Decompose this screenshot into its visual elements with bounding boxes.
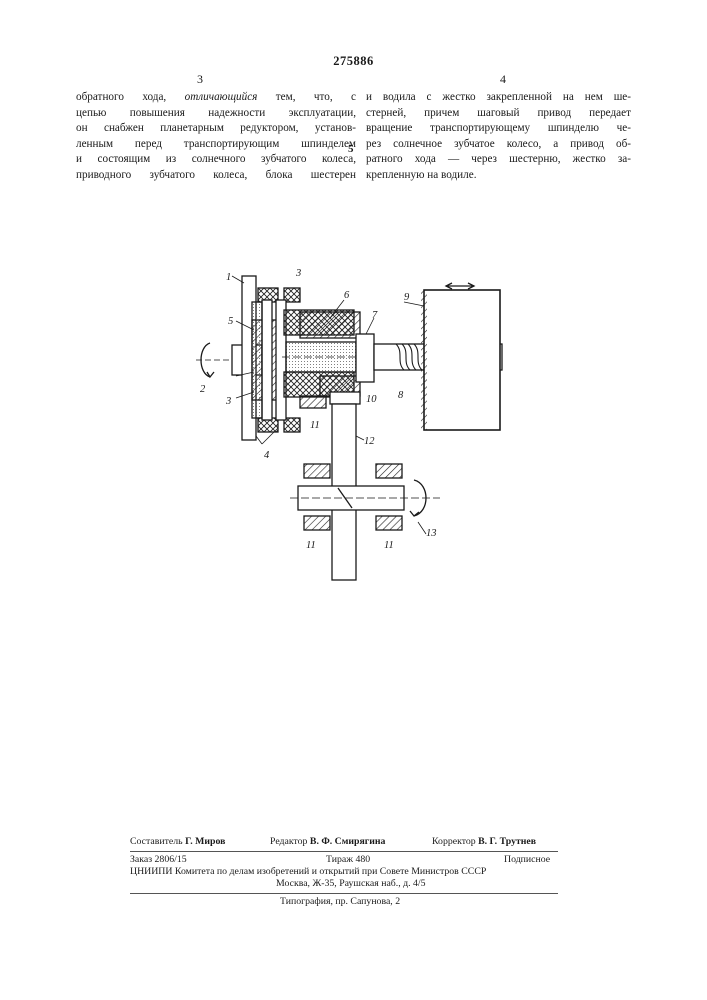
figure-label: 11 [384, 540, 394, 551]
figure-label: 3 [295, 268, 301, 279]
figure-label: 5 [228, 316, 233, 327]
left-line-1: обратного хода, отличающийся тем, что, с [76, 90, 356, 106]
right-line-2: стерней, причем шаговый привод передает [366, 106, 631, 122]
corrector: Корректор В. Г. Трутнев [432, 836, 536, 849]
right-line-4: рез солнечное зубчатое колесо, а привод … [366, 137, 631, 153]
figure-label: 9 [404, 292, 410, 303]
figure-label: 11 [310, 420, 320, 431]
right-column-number: 4 [500, 72, 506, 87]
figure-label: 4 [264, 450, 270, 461]
circulation: Тираж 480 [326, 854, 370, 867]
right-text-column: и водила с жестко закрепленной на нем ше… [366, 90, 631, 184]
left-line-4: ленным перед транспортирующим шпинделем [76, 137, 356, 153]
left-line-2: цепью повышения надежности эксплуатации, [76, 106, 356, 122]
address: Москва, Ж-35, Раушская наб., д. 4/5 [276, 878, 426, 891]
figure-label: 11 [306, 540, 316, 551]
order-number: Заказ 2806/15 [130, 854, 187, 867]
mechanism-svg: 1 2 3 3 4 5 6 7 8 9 10 11 11 11 12 13 [180, 262, 510, 587]
footer-divider [130, 893, 558, 894]
left-line-3: он снабжен планетарным редуктором, устан… [76, 121, 356, 137]
right-line-1: и водила с жестко закрепленной на нем ше… [366, 90, 631, 106]
line-marker: 5 [348, 143, 354, 155]
left-line-5: и состоящим из солнечного зубчатого коле… [76, 152, 356, 168]
figure-label: 10 [366, 394, 377, 405]
figure-label: 2 [200, 384, 206, 395]
patent-number: 275886 [0, 54, 707, 69]
figure-label: 6 [344, 290, 350, 301]
right-line-3: вращение транспортирующему шпинделю че- [366, 121, 631, 137]
left-text-column: обратного хода, отличающийся тем, что, с… [76, 90, 356, 184]
figure-label: 3 [225, 396, 231, 407]
left-column-number: 3 [197, 72, 203, 87]
left-line-6: приводного зубчатого колеса, блока шесте… [76, 168, 356, 184]
figure-label: 1 [226, 272, 231, 283]
mechanism-drawing: 1 2 3 3 4 5 6 7 8 9 10 11 11 11 12 13 [180, 262, 510, 592]
printer: Типография, пр. Сапунова, 2 [280, 896, 400, 909]
footer-divider [130, 851, 558, 852]
subscription: Подписное [504, 854, 550, 867]
editor: Редактор В. Ф. Смирягина [270, 836, 385, 849]
right-line-5: ратного хода — через шестерню, жестко за… [366, 152, 631, 168]
compiler: Составитель Г. Миров [130, 836, 225, 849]
figure-label: 8 [398, 390, 404, 401]
figure-label: 13 [426, 528, 437, 539]
imprint-footer: Составитель Г. Миров Редактор В. Ф. Смир… [130, 836, 560, 926]
emphasis-word: отличающийся [185, 91, 258, 103]
figure-label: 7 [372, 310, 378, 321]
organization: ЦНИИПИ Комитета по делам изобретений и о… [130, 866, 486, 879]
figure-label: 12 [364, 436, 375, 447]
right-line-6: крепленную на водиле. [366, 168, 631, 184]
